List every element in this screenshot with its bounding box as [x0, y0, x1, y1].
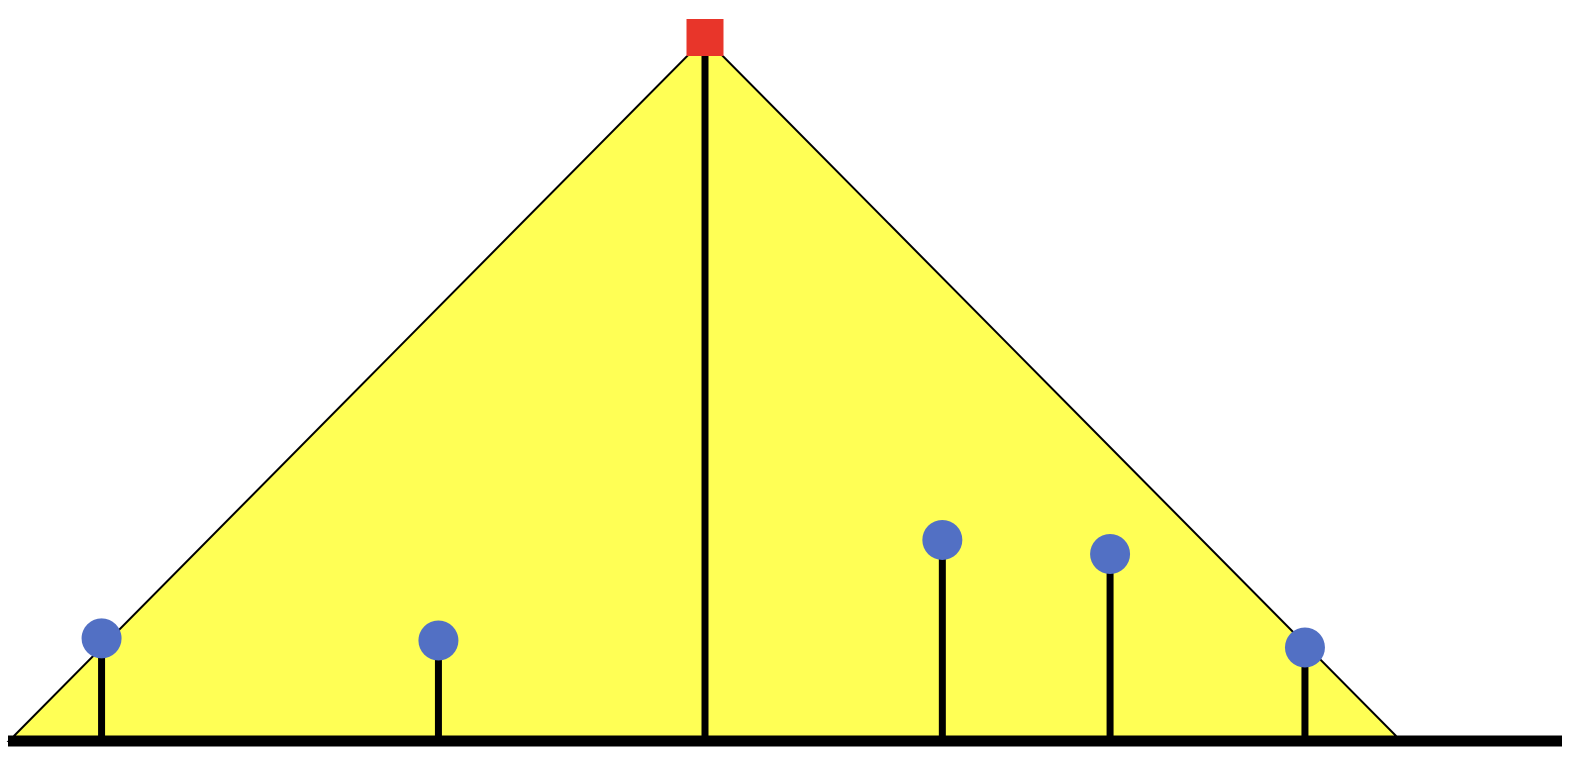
sample-dot-5: [1284, 627, 1325, 668]
sample-dot-2: [418, 620, 459, 661]
sample-dot-1: [81, 618, 122, 659]
sample-stems-group: [81, 519, 1325, 741]
peak-square-marker: [686, 19, 724, 56]
sample-dot-3: [922, 519, 963, 560]
sample-dot-4: [1090, 534, 1131, 575]
